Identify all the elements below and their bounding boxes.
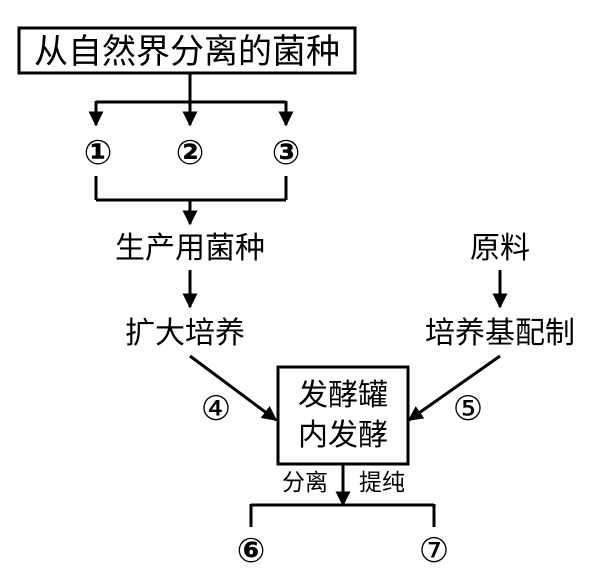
raw-material-label: 原料 [470, 231, 530, 266]
strain-3-label: ③ [272, 133, 301, 173]
step-5-label: ⑤ [453, 389, 483, 429]
production-strain-label: 生产用菌种 [115, 231, 265, 266]
product-6-label: ⑥ [237, 531, 266, 571]
medium-preparation-label: 培养基配制 [425, 316, 575, 351]
strain-1-label: ① [84, 133, 113, 173]
product-7-label: ⑦ [419, 531, 449, 571]
source-strain-box [17, 26, 357, 75]
purification-label: 提纯 [359, 470, 405, 496]
separation-label: 分离 [282, 470, 328, 496]
arrow-5-to-fermenter [407, 354, 501, 422]
expand-culture-label: 扩大培养 [125, 316, 245, 351]
source-strain-text: 从自然界分离的菌种 [34, 32, 340, 72]
step-4-label: ④ [201, 389, 231, 429]
arrow-4-to-fermenter [189, 354, 278, 422]
strain-2-label: ② [176, 133, 205, 173]
fermenter-text-line1: 发酵罐 [298, 378, 388, 413]
fermenter-text-line2: 内发酵 [298, 418, 388, 453]
